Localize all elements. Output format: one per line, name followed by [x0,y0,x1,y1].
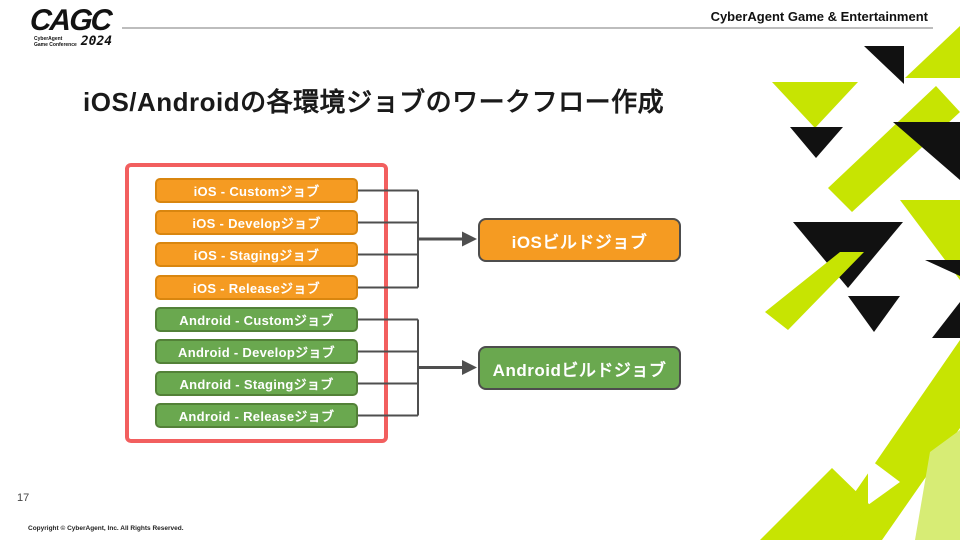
copyright-text: Copyright © CyberAgent, Inc. All Rights … [28,525,184,532]
job-box-ios-develop: iOS - Developジョブ [155,210,358,235]
highlight-frame [125,163,388,443]
job-box-ios-release: iOS - Releaseジョブ [155,275,358,300]
job-box-ios-staging: iOS - Stagingジョブ [155,242,358,267]
job-box-android-custom: Android - Customジョブ [155,307,358,332]
cagc-logo-subtext-line2: Game Conference [34,42,77,48]
arrow-ios-head [462,231,477,247]
header-divider-line [122,27,933,29]
cagc-logo-subtext: CyberAgent Game Conference [34,36,77,48]
job-box-android-develop: Android - Developジョブ [155,339,358,364]
header-brand-text: CyberAgent Game & Entertainment [710,9,928,24]
build-job-box-android: Androidビルドジョブ [478,346,681,390]
job-box-android-release: Android - Releaseジョブ [155,403,358,428]
job-box-ios-custom: iOS - Customジョブ [155,178,358,203]
cagc-logo-subtext-line1: CyberAgent [34,36,63,42]
cagc-logo-subrow: CyberAgent Game Conference 2024 [34,34,113,49]
page-number: 17 [17,492,30,504]
cagc-logo: CAGC CyberAgent Game Conference 2024 [29,4,113,49]
build-job-box-ios: iOSビルドジョブ [478,218,681,262]
cagc-logo-year: 2024 [80,34,113,49]
job-box-android-staging: Android - Stagingジョブ [155,371,358,396]
page-title: iOS/Androidの各環境ジョブのワークフロー作成 [83,87,665,117]
arrow-android-head [462,360,477,375]
